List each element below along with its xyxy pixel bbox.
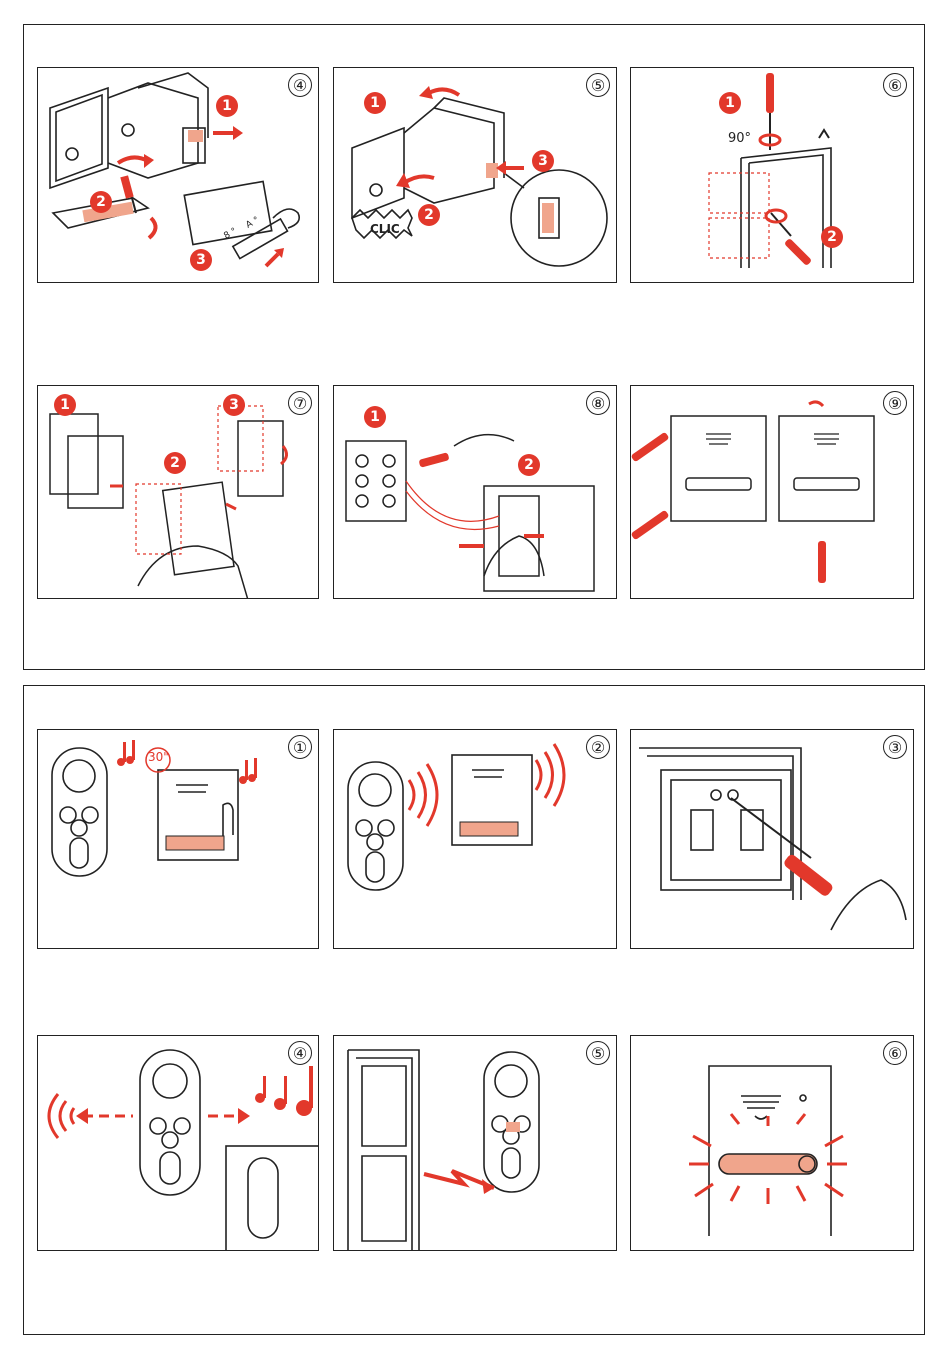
step-number: ⑦ [288, 391, 312, 415]
step-badge-2: 2 [90, 191, 112, 213]
step-badge-2: 2 [821, 226, 843, 248]
install-step-8-panel: 1 2 ⑧ [333, 385, 617, 599]
install-step-4-panel: 1 2 3 8 ° A ° ④ [37, 67, 319, 283]
timer-label: 30" [148, 750, 169, 764]
install-step-9-panel: ⑨ [630, 385, 914, 599]
lit-name-plate-illustration [631, 1036, 914, 1251]
angle-label: 90° [728, 131, 751, 146]
door-open-illustration [334, 1036, 617, 1251]
front-panel-mount-illustration [38, 386, 319, 599]
ringtone-select-illustration [38, 1036, 319, 1251]
usage-step-2-panel: ② [333, 729, 617, 949]
usage-step-5-panel: ⑤ [333, 1035, 617, 1251]
step-number: ⑥ [883, 73, 907, 97]
step-number: ③ [883, 735, 907, 759]
step-badge-3: 3 [532, 150, 554, 172]
step-badge-1: 1 [216, 95, 238, 117]
step-badge-1: 1 [719, 92, 741, 114]
step-number: ⑤ [586, 1041, 610, 1065]
step-badge-1: 1 [364, 92, 386, 114]
usage-step-1-panel: 30" ① [37, 729, 319, 949]
step-badge-2: 2 [518, 454, 540, 476]
click-label: CLIC [370, 222, 400, 236]
step-number: ② [586, 735, 610, 759]
step-badge-3: 3 [223, 394, 245, 416]
step-badge-1: 1 [54, 394, 76, 416]
install-step-5-panel: 1 2 3 CLIC ⑤ [333, 67, 617, 283]
step-number: ⑥ [883, 1041, 907, 1065]
bracket-assembly-illustration [38, 68, 319, 283]
step-badge-2: 2 [418, 204, 440, 226]
call-button-illustration [38, 730, 319, 949]
step-number: ④ [288, 1041, 312, 1065]
step-number: ④ [288, 73, 312, 97]
step-number: ① [288, 735, 312, 759]
indoor-unit-ringing-illustration [334, 730, 617, 949]
screw-tightening-illustration [631, 386, 914, 599]
step-badge-2: 2 [164, 452, 186, 474]
usage-step-3-panel: ③ [630, 729, 914, 949]
usage-step-4-panel: ④ [37, 1035, 319, 1251]
usage-step-6-panel: ⑥ [630, 1035, 914, 1251]
volume-adjust-illustration [631, 730, 914, 949]
install-step-7-panel: 1 2 3 ⑦ [37, 385, 319, 599]
step-badge-3: 3 [190, 249, 212, 271]
step-number: ⑨ [883, 391, 907, 415]
step-badge-1: 1 [364, 406, 386, 428]
screw-rotation-illustration [631, 68, 914, 283]
step-number: ⑤ [586, 73, 610, 97]
step-number: ⑧ [586, 391, 610, 415]
install-step-6-panel: 1 2 90° ⑥ [630, 67, 914, 283]
